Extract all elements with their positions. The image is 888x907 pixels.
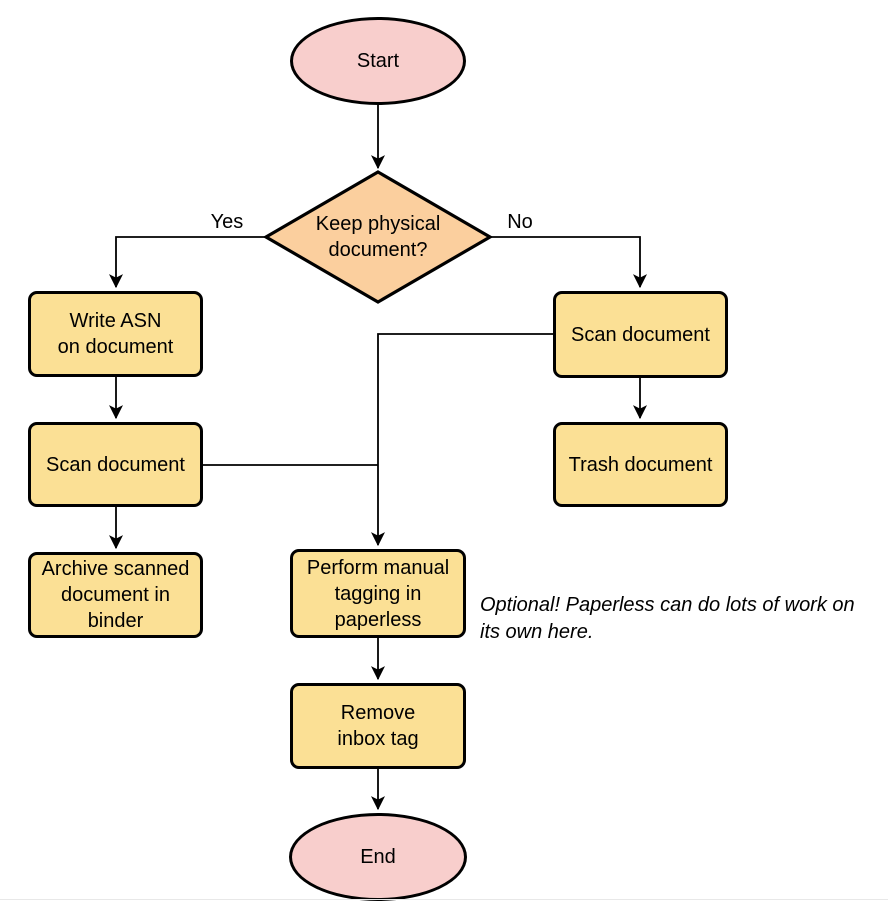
- node-remove-inbox-tag: Remove inbox tag: [290, 683, 466, 769]
- node-trash-document: Trash document: [553, 422, 728, 507]
- page-bottom-divider: [0, 899, 888, 900]
- node-write-asn-label: Write ASN on document: [57, 310, 174, 358]
- node-start-label: Start: [356, 50, 400, 72]
- node-scan-document-left: Scan document: [28, 422, 203, 507]
- node-archive-binder-label: Archive scanned document in binder: [41, 558, 190, 632]
- node-manual-tagging: Perform manual tagging in paperless: [290, 549, 466, 638]
- node-scan-document-right: Scan document: [553, 291, 728, 378]
- node-start: Start: [290, 17, 466, 105]
- node-write-asn: Write ASN on document: [28, 291, 203, 377]
- decision-diamond-shape: [262, 170, 494, 304]
- node-remove-inbox-tag-label: Remove inbox tag: [337, 702, 419, 750]
- edge-decision-yes: [109, 236, 265, 289]
- node-end-label: End: [360, 846, 396, 868]
- node-decision-label: Keep physical document?: [315, 213, 441, 261]
- node-archive-binder: Archive scanned document in binder: [28, 552, 203, 638]
- edge-scanright-to-tagging: [371, 333, 553, 547]
- node-trash-document-label: Trash document: [568, 453, 713, 476]
- edge-label-yes: Yes: [210, 211, 244, 233]
- annotation-optional-note: Optional! Paperless can do lots of work …: [480, 594, 855, 643]
- node-scan-document-right-label: Scan document: [571, 323, 710, 346]
- node-manual-tagging-label: Perform manual tagging in paperless: [306, 556, 450, 631]
- node-end: End: [289, 813, 467, 901]
- edge-decision-no: [490, 236, 647, 289]
- edge-label-no: No: [507, 211, 533, 233]
- node-scan-document-left-label: Scan document: [46, 453, 185, 476]
